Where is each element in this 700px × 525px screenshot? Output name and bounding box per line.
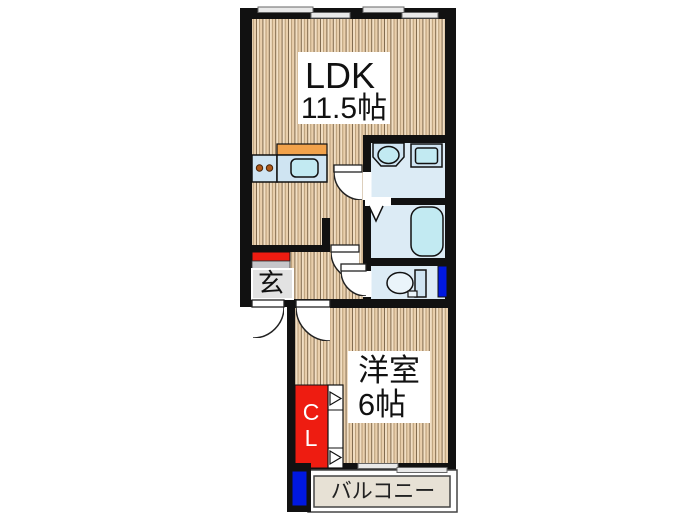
entrance-label: 玄	[258, 268, 284, 298]
toilet-bowl-icon	[386, 271, 414, 295]
balcony-side-window	[291, 470, 308, 507]
kitchen-sink-icon	[290, 158, 319, 178]
door-leaf-washroom	[333, 164, 363, 173]
washbasin-bowl-icon	[377, 145, 400, 165]
wall-stub	[322, 218, 330, 252]
bath-doorway	[365, 197, 391, 206]
closet-label-line1: C	[303, 399, 320, 425]
balcony-sliding-door-pane-2	[396, 467, 448, 473]
closet-label-line2: L	[305, 425, 318, 451]
bath-folding-door-icon	[368, 205, 384, 223]
balcony-sliding-door-pane-1	[357, 463, 399, 469]
door-arc-toilet	[341, 271, 366, 296]
ldk-label-box	[298, 52, 390, 124]
balcony-label: バルコニー	[331, 480, 436, 503]
wall-ldk-entrance	[240, 245, 330, 252]
front-door-leaf	[251, 299, 285, 308]
entrance-red-cabinet	[251, 251, 291, 262]
kitchen-stove-unit	[251, 154, 278, 183]
stove-burner-icon	[265, 164, 274, 172]
door-arc-washroom	[334, 172, 362, 200]
toilet-tank	[414, 269, 427, 298]
toilet-doorway	[362, 271, 372, 297]
window-top-left-pane-1	[257, 6, 314, 13]
balcony-floor	[313, 475, 451, 508]
entrance-area	[251, 268, 294, 300]
western-room-label-box	[348, 351, 430, 423]
window-top-right-pane-1	[362, 6, 405, 13]
kitchen-counter	[276, 143, 328, 156]
window-top-left-pane-2	[310, 12, 351, 19]
door-leaf-ldk-hall	[330, 244, 360, 253]
ldk-size-label: 11.5帖	[301, 92, 387, 125]
closet-door-strip	[327, 384, 344, 469]
washroom-doorway	[362, 172, 372, 200]
door-arc-western-room	[296, 307, 330, 341]
washing-machine-icon	[414, 147, 439, 165]
bathtub	[410, 206, 444, 257]
front-door-arc	[253, 307, 284, 338]
door-leaf-western-room	[295, 299, 331, 308]
closet-door-arrow-icon	[329, 449, 343, 466]
western-room-label: 洋室	[358, 353, 420, 388]
closet	[294, 384, 329, 469]
stove-burner-icon	[255, 164, 264, 172]
toilet-base	[407, 290, 418, 298]
window-top-right-pane-2	[401, 12, 439, 19]
closet-door-arrow-icon	[329, 390, 343, 407]
toilet-window	[437, 265, 448, 298]
door-leaf-toilet	[340, 263, 367, 272]
ldk-label: LDK	[305, 55, 375, 96]
western-room-size-label: 6帖	[358, 387, 406, 422]
